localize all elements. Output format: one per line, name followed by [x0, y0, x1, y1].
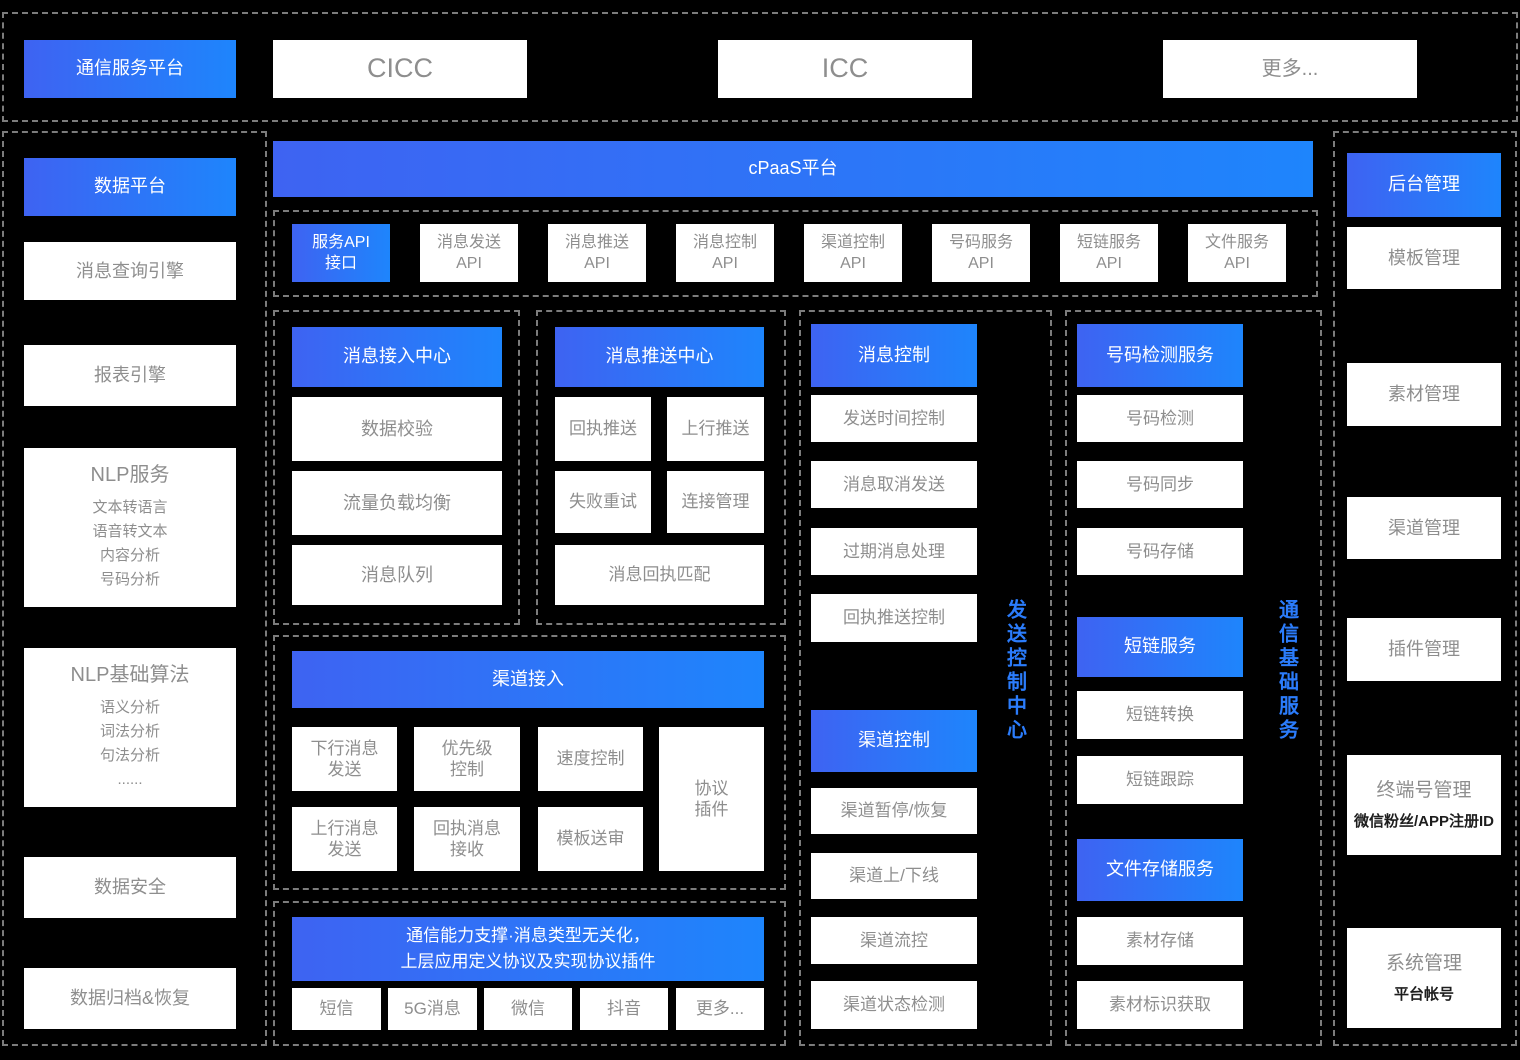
nlp-service-item: 号码分析 — [99, 571, 160, 588]
box-file-svc-api: 文件服务 API — [1188, 224, 1286, 282]
box-material-id-fetch: 素材标识获取 — [1077, 981, 1243, 1029]
box-number-svc-api: 号码服务 API — [932, 224, 1030, 282]
base-service-vertical-label: 通信基础服务 — [1275, 599, 1298, 743]
box-template-mgmt: 模板管理 — [1347, 227, 1501, 289]
box-data-validation: 数据校验 — [292, 397, 502, 461]
box-shortlink-svc-api: 短链服务 API — [1060, 224, 1158, 282]
nlp-algorithm-title: NLP基础算法 — [70, 664, 190, 686]
box-receipt-push-ctrl: 回执推送控制 — [811, 594, 977, 642]
nlp-service-title: NLP服务 — [90, 464, 170, 486]
cpaas-bar: cPaaS平台 — [273, 141, 1313, 197]
box-channel-on-offline: 渠道上/下线 — [811, 853, 977, 899]
box-plugin-mgmt: 插件管理 — [1347, 618, 1501, 681]
box-cicc: CICC — [273, 40, 527, 98]
shortlink-header: 短链服务 — [1077, 617, 1243, 677]
channel-access-group — [273, 635, 786, 890]
box-channel-pause-resume: 渠道暂停/恢复 — [811, 788, 977, 834]
box-nlp-algorithm: NLP基础算法 语义分析 词法分析 句法分析 ...... — [24, 648, 236, 807]
box-speed-ctrl: 速度控制 — [538, 727, 643, 791]
api-row-group — [273, 210, 1318, 297]
box-number-sync: 号码同步 — [1077, 461, 1243, 508]
nlp-algorithm-item: ...... — [117, 771, 143, 788]
box-downlink-send: 下行消息 发送 — [292, 727, 397, 791]
box-system-mgmt: 系统管理 平台帐号 — [1347, 928, 1501, 1028]
box-shortlink-convert: 短链转换 — [1077, 691, 1243, 739]
box-more-platforms: 更多... — [1163, 40, 1417, 98]
box-nlp-service: NLP服务 文本转语言 语音转文本 内容分析 号码分析 — [24, 448, 236, 607]
box-receipt-push: 回执推送 — [555, 397, 651, 461]
box-load-balance: 流量负载均衡 — [292, 471, 502, 535]
box-receipt-match: 消息回执匹配 — [555, 545, 764, 605]
box-icc: ICC — [718, 40, 972, 98]
box-send-time-ctrl: 发送时间控制 — [811, 395, 977, 442]
box-data-security: 数据安全 — [24, 857, 236, 918]
box-wechat: 微信 — [484, 988, 572, 1030]
nlp-algorithm-item: 语义分析 — [99, 699, 160, 716]
box-material-mgmt: 素材管理 — [1347, 363, 1501, 426]
box-template-review: 模板送审 — [538, 807, 643, 871]
nlp-algorithm-item: 词法分析 — [99, 723, 160, 740]
box-douyin: 抖音 — [580, 988, 668, 1030]
box-channel-ctrl-api: 渠道控制 API — [804, 224, 902, 282]
box-more-channels: 更多... — [676, 988, 764, 1030]
box-number-storage: 号码存储 — [1077, 528, 1243, 575]
box-sms: 短信 — [292, 988, 381, 1030]
capability-header: 通信能力支撑·消息类型无关化， 上层应用定义协议及实现协议插件 — [292, 917, 764, 981]
admin-group — [1333, 131, 1517, 1046]
admin-header: 后台管理 — [1347, 153, 1501, 217]
box-msg-ctrl-api: 消息控制 API — [676, 224, 774, 282]
box-data-archive: 数据归档&恢复 — [24, 968, 236, 1029]
box-report-engine: 报表引擎 — [24, 345, 236, 406]
number-detect-header: 号码检测服务 — [1077, 324, 1243, 387]
capability-group — [273, 901, 786, 1046]
box-cancel-send: 消息取消发送 — [811, 461, 977, 508]
terminal-mgmt-title: 终端号管理 — [1376, 779, 1472, 801]
message-access-group — [273, 310, 520, 625]
nlp-algorithm-item: 句法分析 — [99, 747, 160, 764]
message-control-header: 消息控制 — [811, 324, 977, 387]
box-priority-ctrl: 优先级 控制 — [414, 727, 520, 791]
file-storage-header: 文件存储服务 — [1077, 839, 1243, 901]
channel-control-header: 渠道控制 — [811, 710, 977, 772]
message-push-group — [536, 310, 786, 625]
box-channel-mgmt: 渠道管理 — [1347, 497, 1501, 559]
send-control-vertical-label: 发送控制中心 — [1003, 599, 1026, 743]
top-strip-group — [2, 12, 1518, 122]
box-message-queue: 消息队列 — [292, 545, 502, 605]
box-terminal-mgmt: 终端号管理 微信粉丝/APP注册ID — [1347, 755, 1501, 855]
channel-access-header: 渠道接入 — [292, 651, 764, 708]
box-channel-status-detect: 渠道状态检测 — [811, 981, 977, 1029]
send-control-group — [799, 310, 1052, 1046]
base-service-group — [1065, 310, 1322, 1046]
top-platform-box: 通信服务平台 — [24, 40, 236, 98]
box-retry: 失败重试 — [555, 471, 651, 533]
box-material-storage: 素材存储 — [1077, 917, 1243, 965]
box-msg-push-api: 消息推送 API — [548, 224, 646, 282]
message-access-header: 消息接入中心 — [292, 327, 502, 387]
terminal-mgmt-sub: 微信粉丝/APP注册ID — [1353, 812, 1494, 830]
nlp-service-item: 语音转文本 — [92, 523, 168, 540]
system-mgmt-sub: 平台帐号 — [1393, 985, 1454, 1003]
box-query-engine: 消息查询引擎 — [24, 242, 236, 300]
nlp-service-item: 内容分析 — [99, 547, 160, 564]
box-5g-message: 5G消息 — [388, 988, 477, 1030]
data-platform-group — [2, 131, 267, 1046]
box-receipt-receive: 回执消息 接收 — [414, 807, 520, 871]
box-uplink-push: 上行推送 — [667, 397, 764, 461]
nlp-service-item: 文本转语言 — [92, 499, 168, 516]
box-number-detect: 号码检测 — [1077, 395, 1243, 442]
box-channel-flow-ctrl: 渠道流控 — [811, 917, 977, 964]
box-protocol-plugin: 协议 插件 — [659, 727, 764, 871]
box-msg-send-api: 消息发送 API — [420, 224, 518, 282]
box-service-api: 服务API 接口 — [292, 224, 390, 282]
box-connection-mgmt: 连接管理 — [667, 471, 764, 533]
box-shortlink-track: 短链跟踪 — [1077, 756, 1243, 804]
box-expired-msg: 过期消息处理 — [811, 528, 977, 575]
message-push-header: 消息推送中心 — [555, 327, 764, 387]
data-platform-header: 数据平台 — [24, 158, 236, 216]
box-uplink-send: 上行消息 发送 — [292, 807, 397, 871]
system-mgmt-title: 系统管理 — [1385, 952, 1462, 974]
